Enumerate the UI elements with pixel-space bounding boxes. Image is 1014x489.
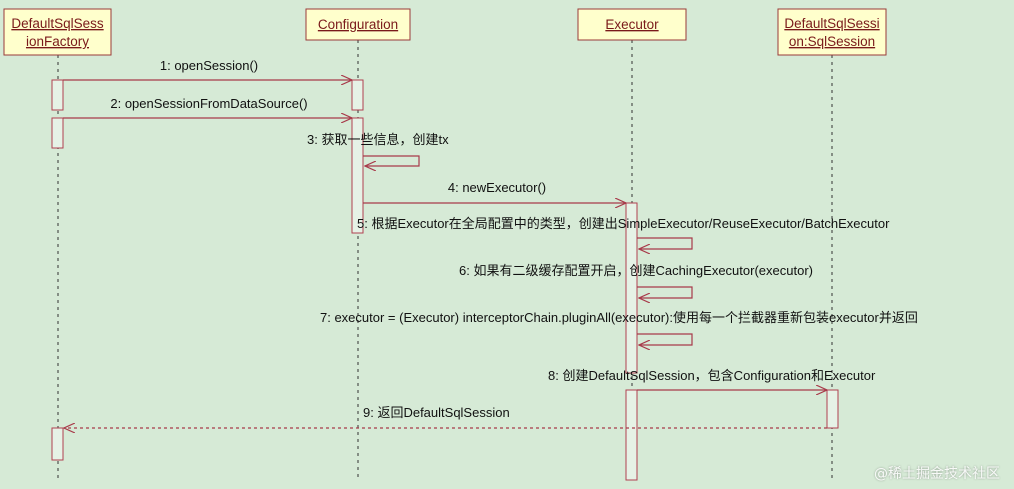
- header-config[interactable]: Configuration: [305, 8, 411, 41]
- activation-session-1: [826, 389, 839, 429]
- header-session-line1: DefaultSqlSessi: [784, 16, 879, 31]
- header-config-label: Configuration: [318, 17, 398, 32]
- header-factory[interactable]: DefaultSqlSess ionFactory: [3, 8, 112, 56]
- header-session-line2: on:SqlSession: [789, 34, 875, 49]
- header-session[interactable]: DefaultSqlSessi on:SqlSession: [777, 8, 887, 56]
- header-factory-line2: ionFactory: [26, 34, 89, 49]
- watermark-text: @稀土掘金技术社区: [874, 466, 1000, 482]
- label-m2: 2: openSessionFromDataSource(): [110, 96, 307, 111]
- label-m7: 7: executor = (Executor) interceptorChai…: [320, 310, 918, 325]
- header-executor-label: Executor: [605, 17, 659, 32]
- arrow-m6: [637, 286, 693, 298]
- activation-factory-3: [51, 427, 64, 461]
- activation-config-2: [351, 117, 364, 234]
- label-m1: 1: openSession(): [160, 58, 258, 73]
- activation-config-1: [351, 79, 364, 111]
- label-m9: 9: 返回DefaultSqlSession: [363, 405, 510, 420]
- activation-factory-2: [51, 117, 64, 149]
- activation-factory-1: [51, 79, 64, 111]
- label-m5: 5: 根据Executor在全局配置中的类型，创建出SimpleExecutor…: [357, 216, 890, 231]
- activations: [51, 79, 839, 481]
- lifeline-headers: DefaultSqlSess ionFactory Configuration …: [3, 8, 887, 56]
- message-labels: 1: openSession() 2: openSessionFromDataS…: [110, 58, 917, 420]
- arrow-m7: [637, 333, 693, 345]
- label-m6: 6: 如果有二级缓存配置开启，创建CachingExecutor(executo…: [459, 263, 813, 278]
- activation-executor-2: [625, 389, 638, 481]
- activation-executor-1: [625, 202, 638, 374]
- arrow-m3: [363, 155, 420, 166]
- message-arrows: [63, 80, 827, 428]
- label-m3: 3: 获取一些信息，创建tx: [307, 132, 449, 147]
- header-factory-line1: DefaultSqlSess: [11, 16, 104, 31]
- header-executor[interactable]: Executor: [577, 8, 687, 41]
- label-m4: 4: newExecutor(): [448, 180, 546, 195]
- arrow-m5: [637, 237, 693, 249]
- label-m8: 8: 创建DefaultSqlSession，包含Configuration和E…: [548, 368, 876, 383]
